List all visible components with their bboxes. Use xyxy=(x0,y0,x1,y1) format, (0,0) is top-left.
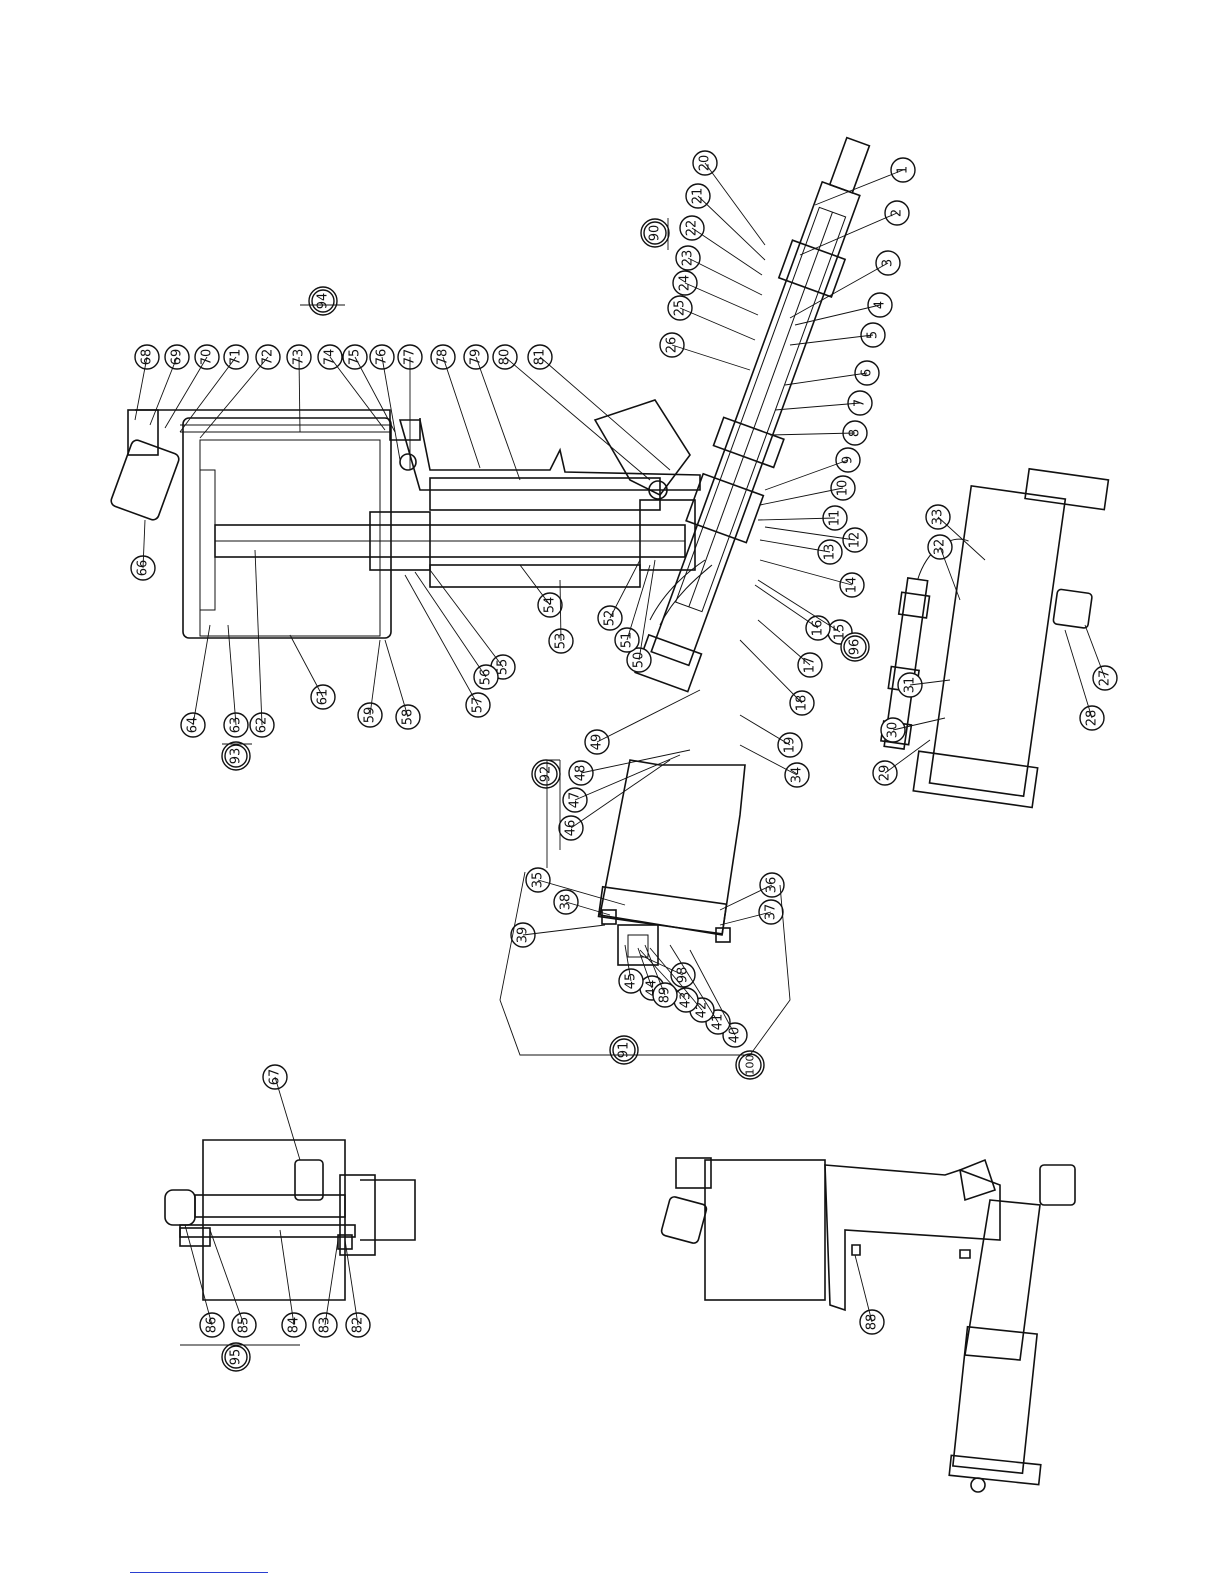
callout-96: 96 xyxy=(841,633,869,661)
leader-line-27 xyxy=(1085,625,1105,678)
leader-line-61 xyxy=(290,635,323,697)
leader-line-51 xyxy=(627,565,650,640)
right-intensifier xyxy=(875,454,1109,812)
leader-line-58 xyxy=(385,640,408,717)
callout-94: 94 xyxy=(309,287,337,315)
svg-text:91: 91 xyxy=(617,1042,632,1059)
leader-line-54 xyxy=(520,565,550,605)
leader-line-80 xyxy=(505,357,650,480)
leader-line-20 xyxy=(705,163,765,245)
main-tool-cross-section xyxy=(110,400,712,638)
leader-line-88 xyxy=(855,1255,872,1322)
leader-line-63 xyxy=(228,625,236,725)
svg-text:93: 93 xyxy=(229,748,244,765)
leader-line-8 xyxy=(770,433,855,435)
callout-91: 91 xyxy=(610,1036,638,1064)
svg-text:100: 100 xyxy=(744,1055,757,1076)
svg-text:96: 96 xyxy=(848,639,863,656)
svg-text:94: 94 xyxy=(316,293,331,310)
leader-line-7 xyxy=(775,403,860,410)
leader-line-25 xyxy=(680,308,755,340)
lower-collector xyxy=(598,760,745,965)
leader-line-26 xyxy=(672,345,750,370)
leader-line-79 xyxy=(476,357,520,480)
svg-text:95: 95 xyxy=(229,1349,244,1366)
leader-line-15 xyxy=(758,580,840,632)
bottom-left-side-view xyxy=(165,1140,415,1300)
leader-line-12 xyxy=(765,527,855,540)
leader-line-39 xyxy=(523,925,605,935)
leader-line-6 xyxy=(785,373,867,385)
leader-line-49 xyxy=(597,690,700,742)
footer-link-underline[interactable] xyxy=(130,1572,268,1573)
callout-balloons: 1234567891011121314151617181920212223242… xyxy=(131,151,1117,1371)
leader-line-57 xyxy=(405,575,478,705)
leader-line-83 xyxy=(325,1240,338,1325)
leader-line-32 xyxy=(940,547,960,600)
leader-line-52 xyxy=(610,560,640,618)
leader-line-17 xyxy=(758,620,810,665)
leader-line-86 xyxy=(185,1225,212,1325)
leader-line-21 xyxy=(698,196,765,260)
leader-line-14 xyxy=(760,560,852,585)
leader-line-35 xyxy=(538,880,625,905)
callout-90: 90 xyxy=(641,219,669,247)
leader-line-67 xyxy=(275,1077,300,1160)
svg-text:90: 90 xyxy=(648,225,663,242)
leader-line-82 xyxy=(345,1240,358,1325)
callout-92: 92 xyxy=(532,760,560,788)
callout-95: 95 xyxy=(222,1343,250,1371)
callout-leader-lines xyxy=(135,163,1105,1345)
leader-line-84 xyxy=(280,1230,294,1325)
leader-line-81 xyxy=(540,357,670,470)
leader-line-16 xyxy=(755,585,818,628)
leader-line-10 xyxy=(760,488,843,505)
leader-line-19 xyxy=(740,715,790,745)
callout-93: 93 xyxy=(222,742,250,770)
leader-line-78 xyxy=(443,357,480,468)
leader-line-55 xyxy=(430,570,503,667)
leader-line-22 xyxy=(692,228,762,275)
leader-line-85 xyxy=(210,1230,244,1325)
leader-line-28 xyxy=(1065,630,1092,718)
leader-line-64 xyxy=(193,625,210,725)
svg-text:92: 92 xyxy=(539,766,554,783)
